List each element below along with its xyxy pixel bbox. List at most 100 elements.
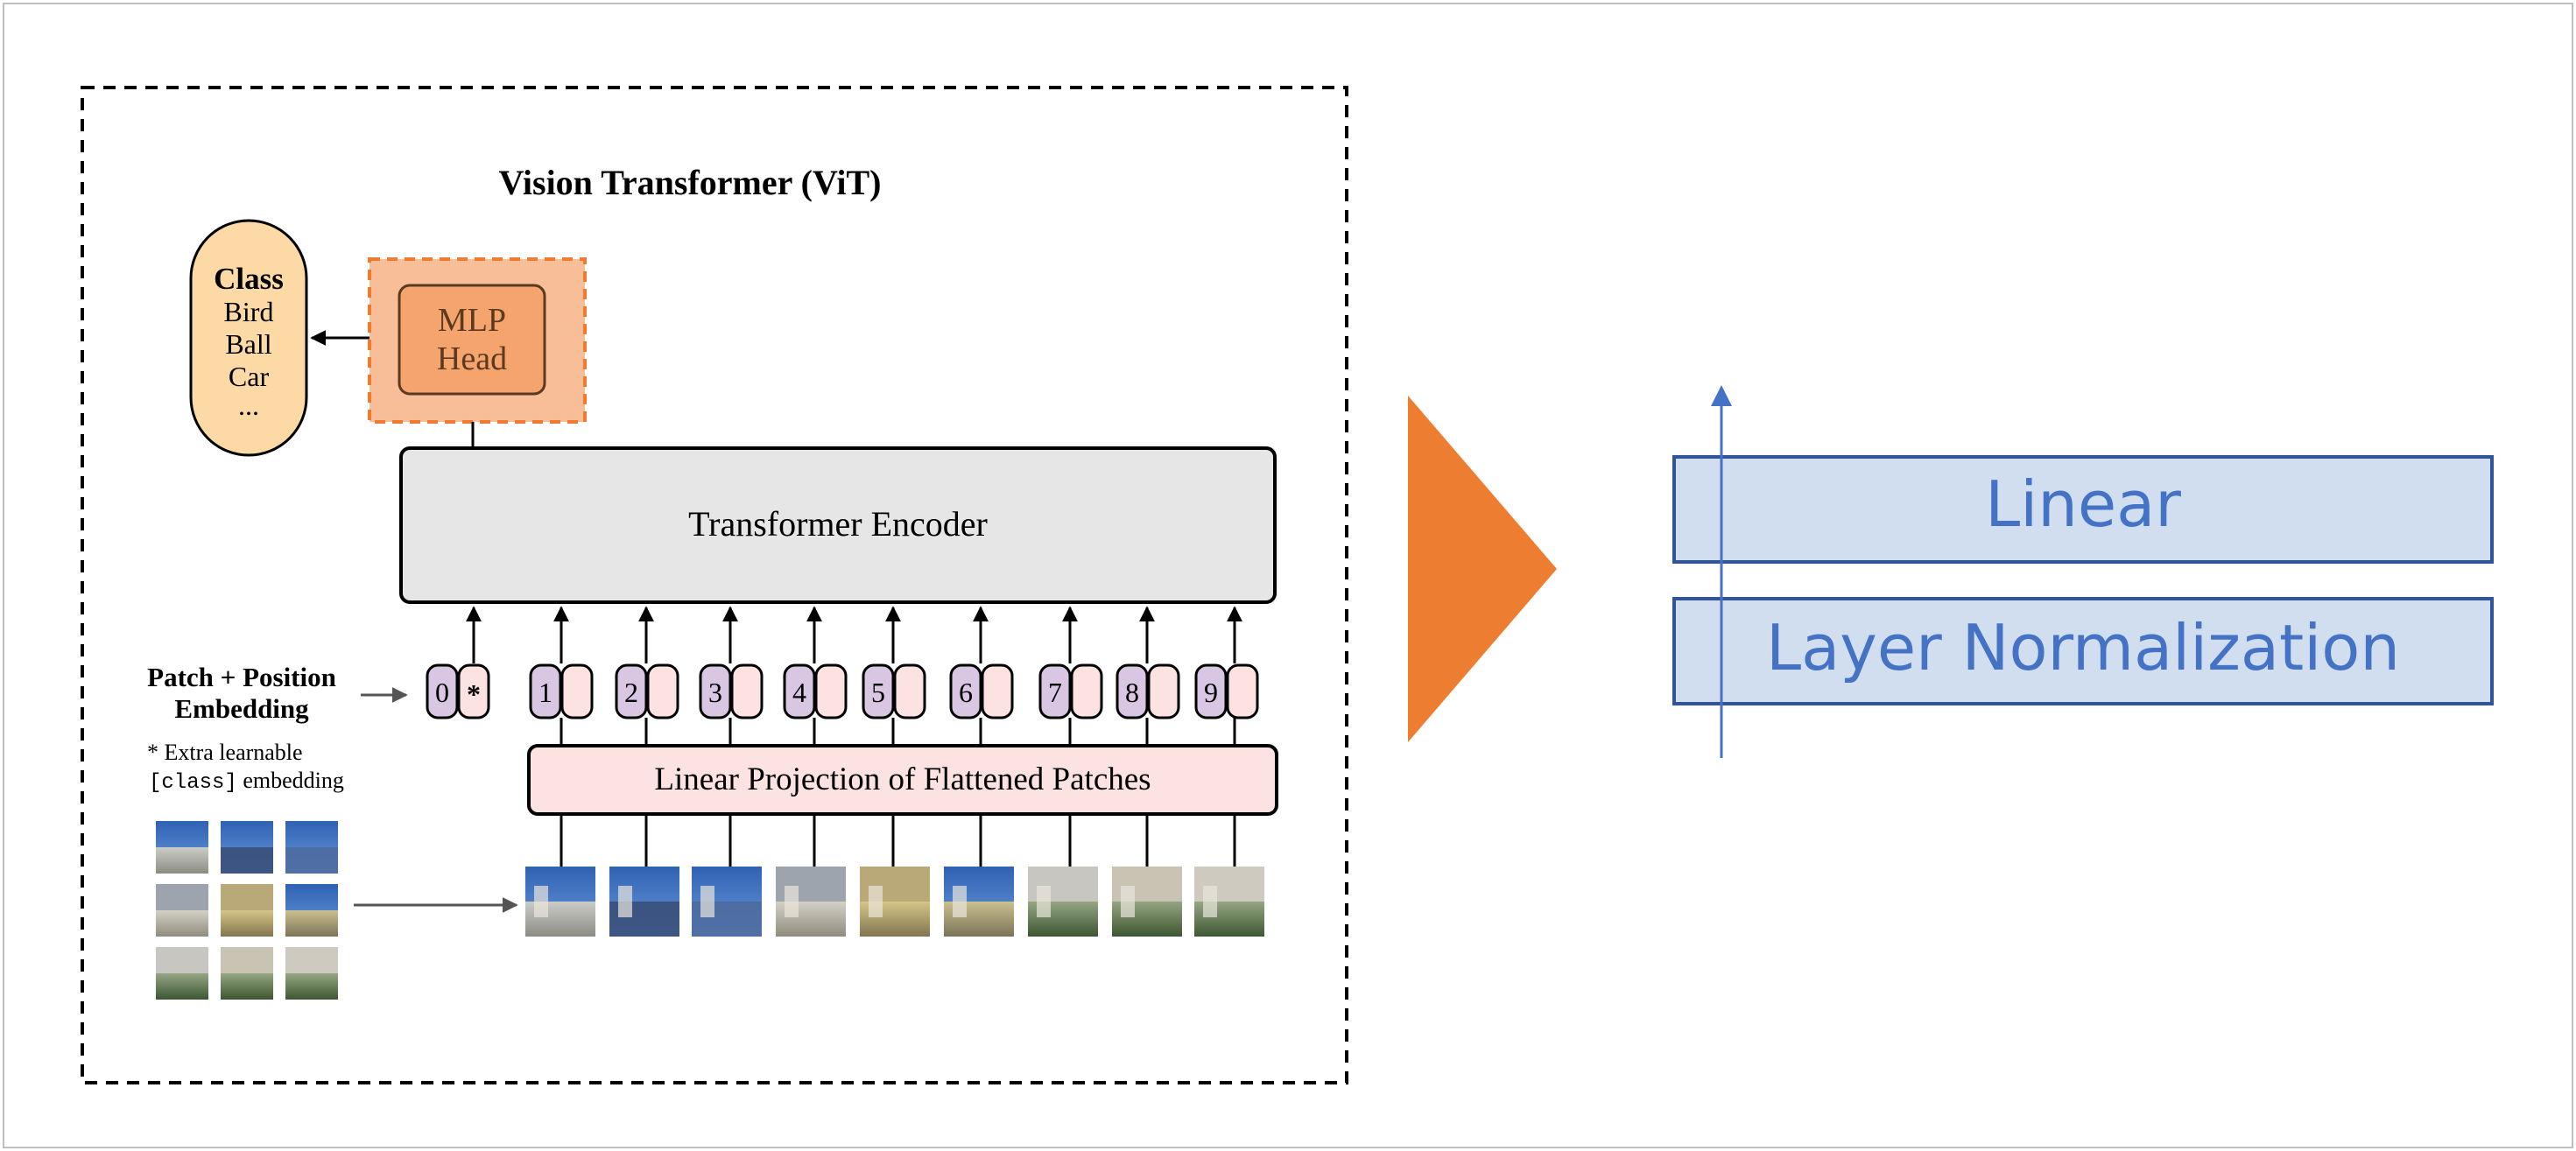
note-line2: [class] embedding bbox=[149, 768, 344, 795]
patch-detail bbox=[953, 886, 967, 917]
patch-thumbnail-2 bbox=[609, 814, 679, 937]
patch-thumbnail-7 bbox=[1028, 814, 1098, 937]
position-token-5: 5 bbox=[862, 606, 926, 746]
token-index: 1 bbox=[538, 677, 553, 708]
grid-tile-3 bbox=[285, 821, 338, 874]
patch-pill bbox=[1147, 663, 1180, 719]
position-pill bbox=[1116, 663, 1149, 719]
tile-ground bbox=[221, 847, 273, 874]
patch-detail bbox=[1121, 886, 1135, 917]
note-line1: * Extra learnable bbox=[147, 740, 303, 765]
grid-tile-5 bbox=[221, 884, 273, 937]
embedding-label-line1: Patch + Position bbox=[147, 662, 336, 692]
token-index: 8 bbox=[1125, 677, 1139, 708]
class-item-ball: Ball bbox=[225, 328, 271, 360]
class-item-car: Car bbox=[229, 361, 270, 392]
token-index: 5 bbox=[871, 677, 885, 708]
position-token-4: 4 bbox=[783, 606, 848, 746]
tile-ground bbox=[221, 910, 273, 937]
patch-thumbnail-1 bbox=[525, 814, 595, 937]
token-index: 3 bbox=[708, 677, 722, 708]
position-token-9: 9 bbox=[1194, 606, 1259, 746]
patch-thumbnail-8 bbox=[1112, 814, 1182, 937]
grid-tile-2 bbox=[221, 821, 273, 874]
patch-detail bbox=[700, 886, 714, 917]
position-pill bbox=[426, 663, 459, 719]
grid-tile-1 bbox=[156, 821, 208, 874]
outer-frame bbox=[3, 3, 2573, 1148]
transformer-encoder-block: Transformer Encoder bbox=[399, 446, 1277, 604]
linear-projection-block: Linear Projection of Flattened Patches bbox=[527, 744, 1278, 816]
position-pill bbox=[949, 663, 982, 719]
tile-ground bbox=[156, 973, 208, 1000]
position-token-0: 0* bbox=[426, 606, 490, 719]
position-pill bbox=[615, 663, 648, 719]
token-index: 0 bbox=[435, 677, 449, 708]
layer-normalization-block: Layer Normalization bbox=[1672, 597, 2494, 705]
vit-dashed-boundary bbox=[81, 86, 1348, 1084]
class-heading: Class bbox=[214, 262, 284, 296]
token-index: 2 bbox=[624, 677, 638, 708]
patch-pill bbox=[457, 663, 490, 719]
mlp-head-block: MLP Head bbox=[368, 257, 587, 424]
token-index: 7 bbox=[1048, 677, 1062, 708]
up-arrow-icon bbox=[1711, 385, 1732, 758]
class-token-star: * bbox=[467, 678, 481, 710]
patch-detail bbox=[785, 886, 799, 917]
vit-title: Vision Transformer (ViT) bbox=[498, 163, 881, 202]
grid-tile-6 bbox=[285, 884, 338, 937]
patch-pill bbox=[1070, 663, 1103, 719]
patch-pill bbox=[560, 663, 594, 719]
position-token-3: 3 bbox=[699, 606, 764, 746]
patch-thumbnail-4 bbox=[776, 814, 846, 937]
encoder-label: Transformer Encoder bbox=[688, 504, 988, 544]
token-index: 9 bbox=[1204, 677, 1218, 708]
layernorm-label: Layer Normalization bbox=[1766, 611, 2400, 684]
class-output-box: Class Bird Ball Car ... bbox=[189, 219, 308, 457]
linear-label: Linear bbox=[1985, 467, 2181, 541]
tile-ground bbox=[285, 910, 338, 937]
position-token-7: 7 bbox=[1038, 606, 1103, 746]
position-pill bbox=[1038, 663, 1072, 719]
position-token-2: 2 bbox=[615, 606, 679, 746]
tile-ground bbox=[285, 847, 338, 874]
tile-ground bbox=[156, 910, 208, 937]
mlp-head-line2: Head bbox=[437, 340, 507, 377]
grid-tile-4 bbox=[156, 884, 208, 937]
patch-pill bbox=[1226, 663, 1259, 719]
note-line2-suffix: embedding bbox=[237, 768, 344, 793]
patch-pill bbox=[981, 663, 1014, 719]
patch-pill bbox=[893, 663, 926, 719]
patch-thumbnail-5 bbox=[860, 814, 930, 937]
patch-detail bbox=[869, 886, 883, 917]
grid-tile-8 bbox=[221, 947, 273, 1000]
class-item-ellipsis: ... bbox=[238, 390, 259, 421]
tile-ground bbox=[285, 973, 338, 1000]
position-token-8: 8 bbox=[1116, 606, 1180, 746]
position-pill bbox=[1194, 663, 1228, 719]
position-token-1: 1 bbox=[529, 606, 594, 746]
patch-detail bbox=[618, 886, 632, 917]
projection-label: Linear Projection of Flattened Patches bbox=[654, 761, 1151, 797]
flattened-patch-row bbox=[525, 814, 1264, 937]
patch-detail bbox=[1203, 886, 1217, 917]
patch-pill bbox=[730, 663, 764, 719]
patch-thumbnail-9 bbox=[1194, 814, 1264, 937]
tile-ground bbox=[156, 847, 208, 874]
grid-tile-9 bbox=[285, 947, 338, 1000]
grid-tile-7 bbox=[156, 947, 208, 1000]
patch-detail bbox=[1037, 886, 1051, 917]
patch-thumbnail-6 bbox=[944, 814, 1014, 937]
linear-block: Linear bbox=[1672, 455, 2494, 564]
position-pill bbox=[529, 663, 562, 719]
embedding-label-line2: Embedding bbox=[174, 693, 309, 724]
input-image-grid bbox=[156, 821, 338, 1000]
position-pill bbox=[783, 663, 816, 719]
patch-thumbnail-3 bbox=[692, 814, 762, 937]
patch-pill bbox=[814, 663, 848, 719]
token-index: 4 bbox=[792, 677, 806, 708]
right-triangle-arrow-icon bbox=[1408, 396, 1557, 742]
class-item-bird: Bird bbox=[224, 296, 274, 327]
patch-pill bbox=[646, 663, 679, 719]
